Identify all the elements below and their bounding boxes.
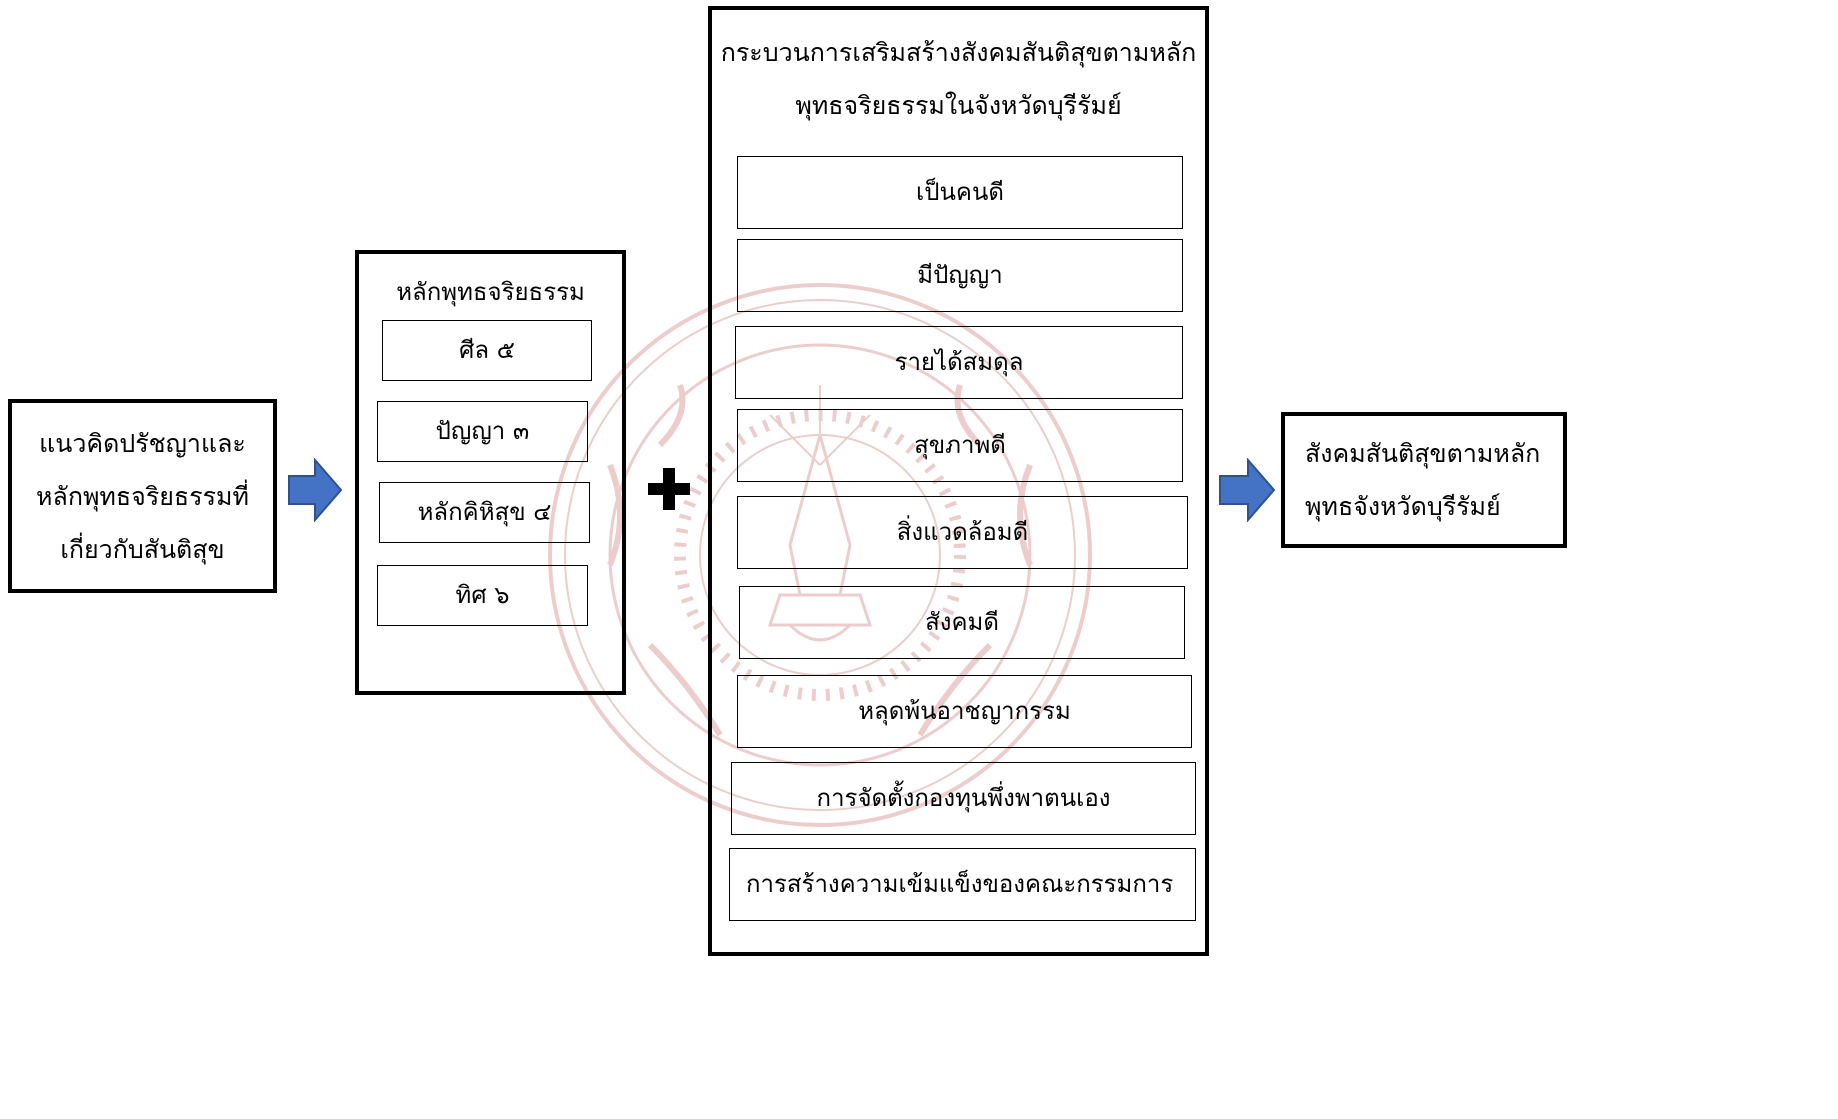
result-text: สังคมสันติสุขตามหลัก พุทธจังหวัดบุรีรัมย… bbox=[1305, 439, 1541, 521]
plus-icon bbox=[648, 468, 690, 510]
principle-item: ศีล ๕ bbox=[382, 320, 592, 381]
process-item: สังคมดี bbox=[739, 586, 1185, 659]
process-title: กระบวนการเสริมสร้างสังคมสันติสุขตามหลัก … bbox=[720, 38, 1197, 120]
concept-input-box: แนวคิดปรัชญาและ หลักพุทธจริยธรรมที่ เกี่… bbox=[8, 399, 277, 593]
principles-title: หลักพุทธจริยธรรม bbox=[396, 277, 585, 306]
principle-item: ทิศ ๖ bbox=[377, 565, 588, 626]
process-item: มีปัญญา bbox=[737, 239, 1183, 312]
right-arrow-icon bbox=[288, 458, 343, 522]
process-item: การจัดตั้งกองทุนพึ่งพาตนเอง bbox=[731, 762, 1196, 835]
process-item: การสร้างความเข้มแข็งของคณะกรรมการ bbox=[729, 848, 1196, 921]
principles-box: หลักพุทธจริยธรรม bbox=[355, 250, 626, 695]
right-arrow-icon bbox=[1219, 458, 1276, 522]
result-box: สังคมสันติสุขตามหลัก พุทธจังหวัดบุรีรัมย… bbox=[1281, 412, 1567, 548]
process-item: สุขภาพดี bbox=[737, 409, 1183, 482]
process-item: สิ่งแวดล้อมดี bbox=[737, 496, 1188, 569]
concept-input-text: แนวคิดปรัชญาและ หลักพุทธจริยธรรมที่ เกี่… bbox=[36, 428, 249, 564]
principle-item: ปัญญา ๓ bbox=[377, 401, 588, 462]
process-box: กระบวนการเสริมสร้างสังคมสันติสุขตามหลัก … bbox=[708, 6, 1209, 956]
process-item: รายได้สมดุล bbox=[735, 326, 1183, 399]
process-item: หลุดพ้นอาชญากรรม bbox=[737, 675, 1192, 748]
process-item: เป็นคนดี bbox=[737, 156, 1183, 229]
principle-item: หลักคิหิสุข ๔ bbox=[379, 482, 590, 543]
